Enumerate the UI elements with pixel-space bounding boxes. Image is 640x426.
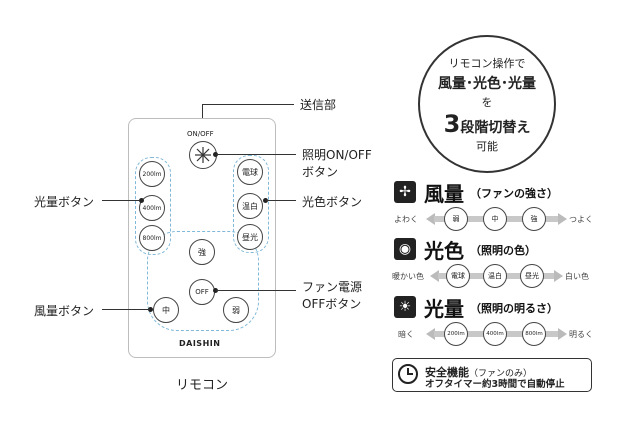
color-chip-bulb: 電球 [446, 264, 470, 288]
lumen-leader [102, 200, 140, 201]
badge-line-3: を [481, 96, 493, 109]
lumen-button-800[interactable]: 800lm [139, 225, 165, 251]
fan-arrow-left [426, 213, 435, 225]
clock-icon [398, 364, 418, 384]
badge-number: 3 [443, 110, 461, 138]
badge-line-1: リモコン操作で [448, 57, 526, 70]
color-title: 光色 [424, 239, 464, 263]
sun-icon: ☀ [394, 296, 416, 318]
badge-line-4: 3段階切替え [420, 110, 554, 138]
fan-button-group [147, 231, 259, 331]
onoff-leader-dot [213, 152, 218, 157]
transmitter-label: 送信部 [300, 98, 337, 112]
feature-badge: リモコン操作で 風量･光色･光量 を 3段階切替え 可能 [418, 35, 556, 173]
safety-title: 安全機能 [425, 366, 469, 379]
color-leader [266, 200, 296, 201]
lumen-arrow-left [426, 328, 435, 340]
remote-control: ON/OFF 200lm 400lm 800lm 電球 温白 昼光 強 OFF … [128, 118, 276, 358]
lumen-chip-800: 800lm [522, 322, 546, 346]
sun-burst-icon [195, 147, 211, 163]
lumen-leader-dot [139, 198, 144, 203]
fanoff-leader-dot [213, 288, 218, 293]
fanspeed-leader [102, 309, 150, 310]
fanoff-leader [216, 290, 296, 291]
fan-chip-strong: 強 [522, 207, 546, 231]
safety-desc: オフタイマー約3時間で自動停止 [425, 379, 565, 390]
lumen-chip-200: 200lm [444, 322, 468, 346]
light-onoff-label-2: ボタン [302, 165, 339, 179]
fan-strong-button[interactable]: 強 [189, 239, 215, 265]
safety-box: 安全機能（ファンのみ） オフタイマー約3時間で自動停止 [392, 358, 592, 392]
fan-speed-label: 風量ボタン [34, 304, 95, 318]
badge-line-4-text: 段階切替え [460, 120, 531, 136]
light-color-label: 光色ボタン [302, 195, 363, 209]
color-leader-dot [263, 198, 268, 203]
color-arrow-right [554, 270, 563, 282]
fanspeed-leader-dot [148, 307, 153, 312]
fan-power-label-2: OFFボタン [302, 297, 362, 311]
badge-line-2: 風量･光色･光量 [438, 76, 536, 92]
color-button-day[interactable]: 昼光 [237, 224, 263, 250]
color-button-bulb[interactable]: 電球 [237, 159, 263, 185]
color-chip-warm: 温白 [483, 264, 507, 288]
fan-right-label: つよく [569, 215, 593, 224]
lumen-title: 光量 [424, 297, 464, 321]
lumen-left-label: 暗く [398, 330, 414, 339]
fan-mid-button[interactable]: 中 [153, 297, 179, 323]
fan-off-button[interactable]: OFF [189, 279, 215, 305]
brand-logo: DAISHIN [179, 339, 221, 348]
color-chip-day: 昼光 [520, 264, 544, 288]
fan-title: 風量 [424, 182, 464, 206]
lumen-subtitle: （照明の明るさ） [470, 302, 558, 315]
transmitter-leader-v [202, 104, 203, 118]
color-button-warm[interactable]: 温白 [237, 193, 263, 219]
onoff-label: ON/OFF [187, 130, 214, 138]
safety-title-note: （ファンのみ） [469, 369, 533, 379]
fan-arrow-right [558, 213, 567, 225]
color-arrow-left [430, 270, 439, 282]
lumen-arrow-right [558, 328, 567, 340]
fan-icon: ✢ [394, 181, 416, 203]
lumen-button-200[interactable]: 200lm [139, 161, 165, 187]
badge-line-5: 可能 [476, 140, 498, 153]
transmitter-leader-h [202, 104, 294, 105]
onoff-leader [216, 154, 296, 155]
light-onoff-label-1: 照明ON/OFF [302, 148, 372, 162]
lumen-right-label: 明るく [569, 330, 593, 339]
fan-chip-weak: 弱 [444, 207, 468, 231]
lumen-chip-400: 400lm [483, 322, 507, 346]
remote-caption: リモコン [176, 378, 229, 393]
color-left-label: 暖かい色 [392, 272, 424, 281]
color-subtitle: （照明の色） [470, 244, 536, 257]
color-right-label: 白い色 [565, 272, 589, 281]
bulb-icon: ◉ [394, 238, 416, 260]
fan-subtitle: （ファンの強さ） [470, 187, 558, 200]
fan-power-label-1: ファン電源 [302, 280, 363, 294]
fan-chip-mid: 中 [483, 207, 507, 231]
fan-left-label: よわく [394, 215, 418, 224]
fan-weak-button[interactable]: 弱 [223, 297, 249, 323]
light-onoff-button[interactable] [189, 141, 217, 169]
light-amount-label: 光量ボタン [34, 195, 95, 209]
